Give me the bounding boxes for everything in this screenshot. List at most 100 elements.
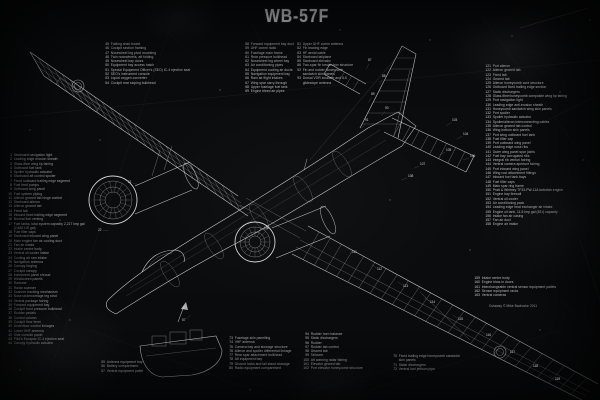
legend-item-number: 135: [485, 123, 491, 128]
legend-item-number: 9: [10, 187, 12, 192]
legend-item-number: 24: [8, 255, 12, 260]
legend-item-number: 148: [485, 179, 491, 184]
drawing-callout-number: 57: [182, 318, 186, 322]
legend-item-number: 45: [105, 42, 109, 46]
artist-credit: Cutaway © Mike Badrocke 2011: [489, 304, 538, 308]
legend-item-label: Geared tab: [310, 349, 328, 354]
legend-item-label: Leading edge anti-erosion sheath: [492, 102, 544, 107]
legend-item-label: Cockpit front pressure bulkhead: [13, 307, 62, 312]
legend-item-number: 2: [10, 157, 12, 162]
legend-item-label: Elevator geared tab: [310, 361, 341, 366]
legend-item-label: Aileron geared tab: [492, 68, 521, 73]
legend-item-label: Nose undercarriage leg strut: [13, 294, 57, 299]
legend-item-number: 102: [303, 366, 309, 371]
legend-item-number: 56: [101, 364, 105, 369]
legend-item-label: Fuselage skin panelling: [234, 336, 271, 340]
drawing-callout-number: 108: [408, 174, 414, 178]
legend-item-label: Integral rib venturi fairing: [492, 158, 531, 163]
legend-item-label: Engine air intake: [492, 222, 519, 227]
legend-item-number: 10: [8, 191, 12, 196]
legend-item-number: 77: [229, 353, 233, 358]
legend-item-label: Wing bottom skin panels: [492, 128, 530, 133]
port-wing: [291, 225, 599, 400]
legend-item-number: 122: [485, 68, 491, 73]
drawing-callout-number: 21: [128, 180, 132, 184]
legend-item-label: Instrument panel shroud: [13, 272, 51, 277]
legend-item-number: 59: [245, 46, 249, 51]
legend-item-label: Cooling air ram intake: [13, 255, 47, 260]
legend-item-number: 50: [105, 63, 109, 68]
drawing-callout-number: 111: [352, 250, 357, 254]
legend-item-number: 49: [105, 59, 109, 64]
legend-item-label: HF aerial cable: [302, 50, 326, 55]
legend-item-number: 150: [485, 188, 491, 193]
legend-item-number: 16: [8, 217, 12, 222]
legend-item-label: Fuel filler cap: [492, 136, 514, 141]
legend-item-number: 159: [474, 276, 480, 280]
legend-item-number: 72: [393, 366, 397, 371]
legend-item-label: Nosewheel bay doors: [110, 59, 144, 64]
legend-item-number: 26: [8, 264, 12, 269]
legend-item-label: Port wing outboard fuel tank: [492, 132, 536, 137]
legend-item-label: Static dischargers: [492, 89, 520, 94]
legend-item-label: Engine bleed air pipes: [250, 89, 285, 94]
legend-item-label: Fixed outboard trailing edge segment: [13, 178, 70, 183]
drawing-callout-number: 88: [382, 74, 386, 78]
legend-item-number: 31: [8, 285, 12, 290]
legend-item-label: Cockpit canopy: [13, 268, 37, 273]
legend-item-label: Outer wing panel spar joints: [492, 149, 535, 154]
legend-item-number: 13: [8, 204, 12, 209]
legend-item-label: Starboard aileron: [13, 200, 40, 205]
legend-item-label: Tailcone: [310, 353, 324, 358]
legend-item-label: Port outboard wing panel: [492, 141, 531, 146]
legend-item-number: 54: [105, 80, 109, 85]
legend-item-label: Pilot's Escapac IC-4 ejection seat: [13, 337, 65, 342]
legend-item-label: Folding chart board: [110, 42, 141, 46]
legend-item-number: 30: [8, 281, 12, 286]
legend-item-number: 38: [8, 315, 12, 320]
legend-item-label: Intake centre body: [13, 247, 42, 252]
legend-item-label: Normal fuel venting: [13, 217, 44, 222]
drawing-callout-number: 89: [371, 92, 375, 96]
legend-item-label: Ventral oil cooler intake: [13, 251, 50, 256]
legend-item-number: 142: [485, 153, 491, 158]
legend-item-number: 7: [10, 178, 12, 183]
legend-item-number: 51: [105, 67, 109, 72]
legend-item-number: 43: [8, 337, 12, 342]
